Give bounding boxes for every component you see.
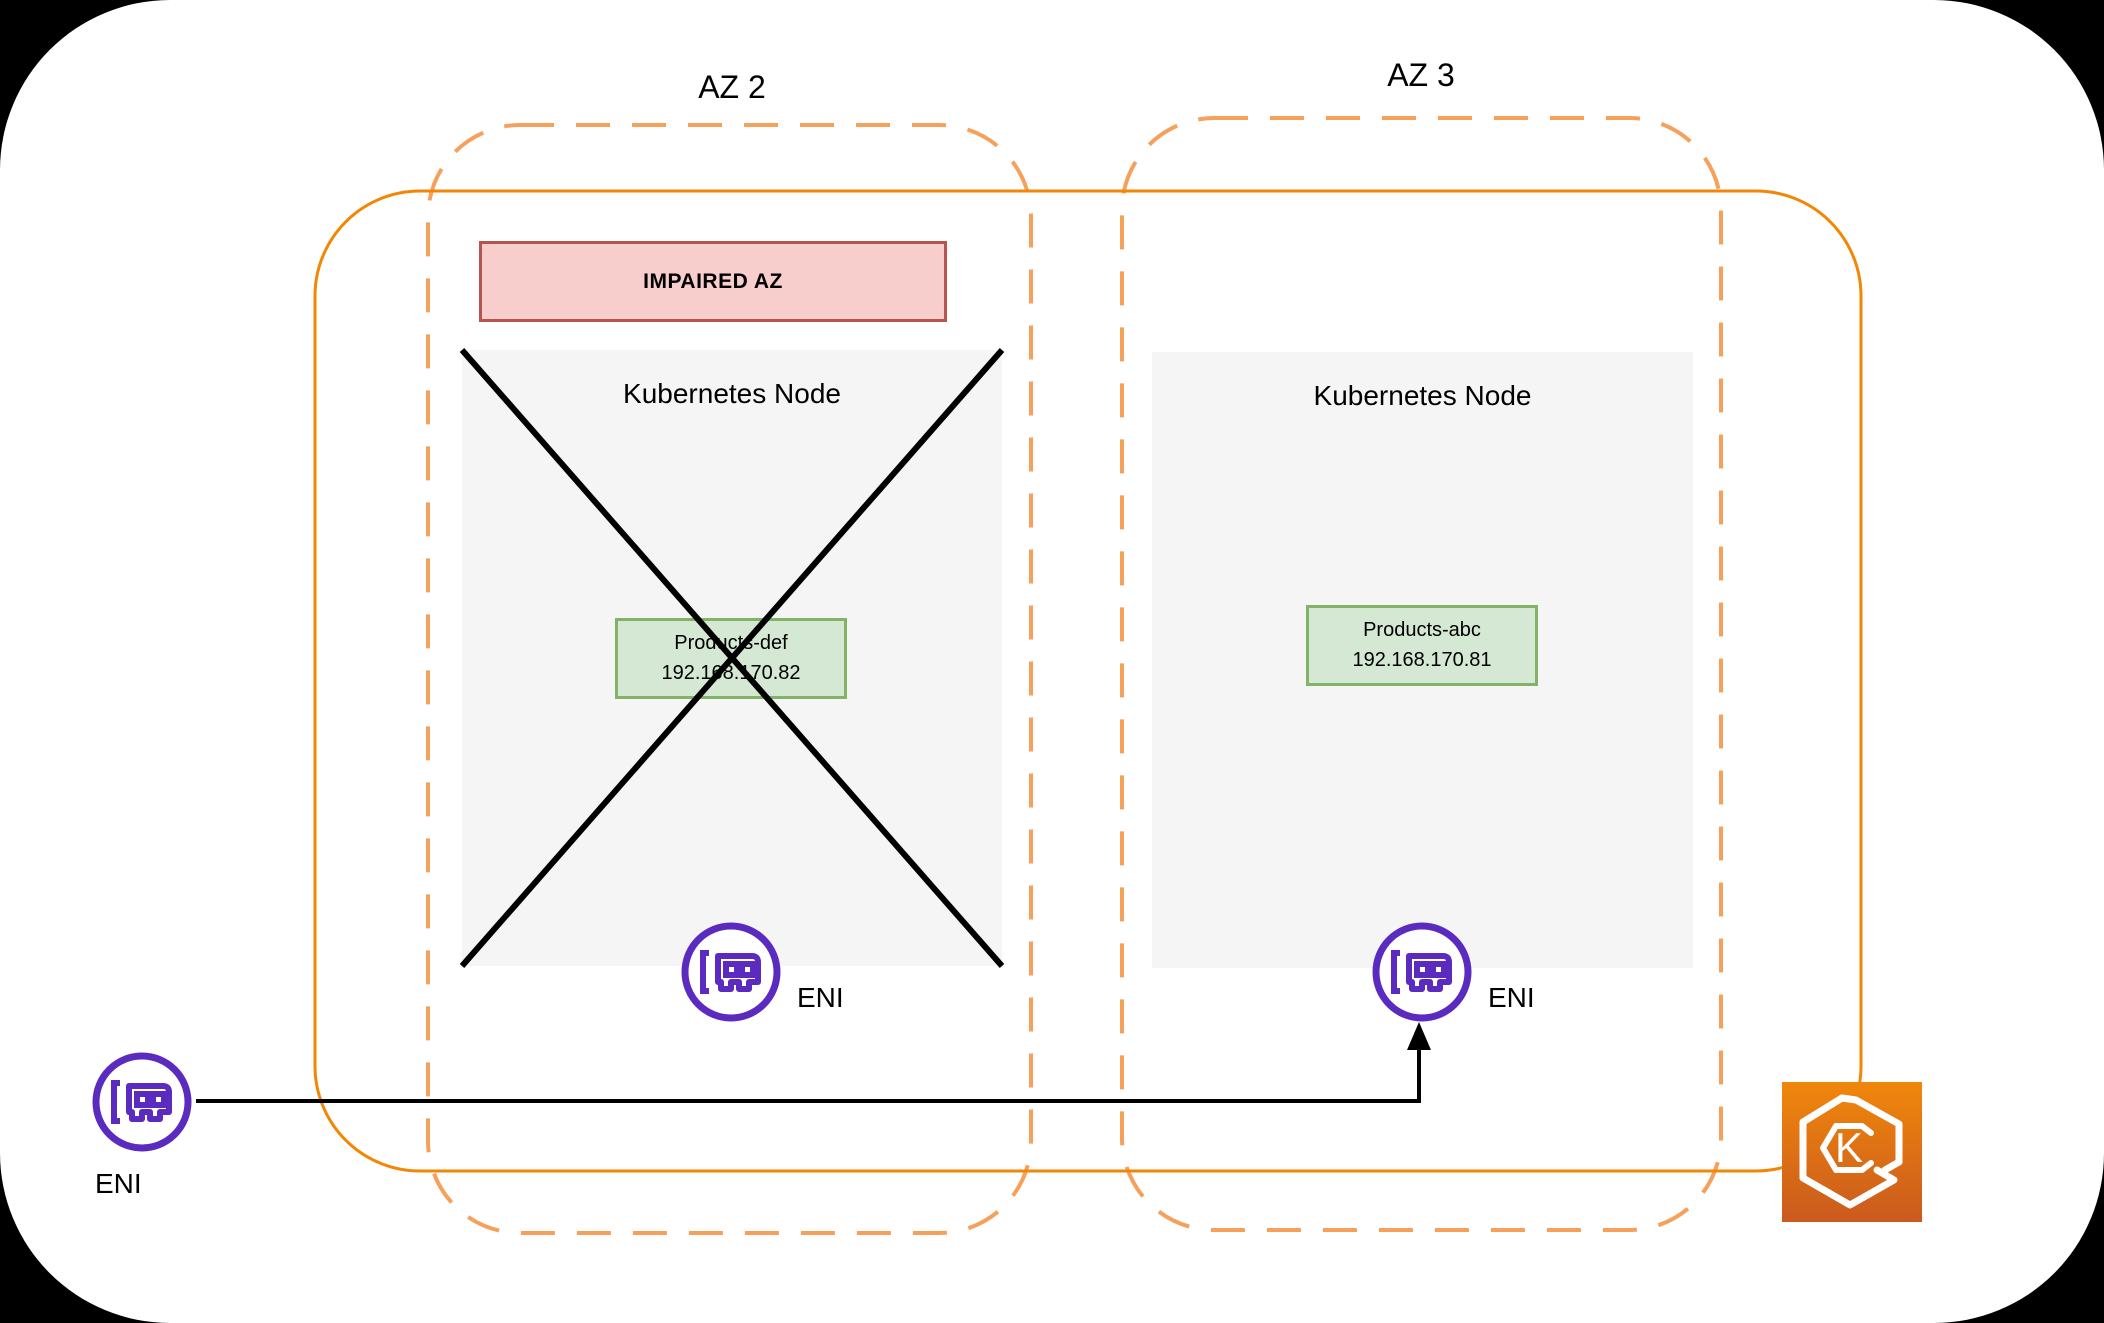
- az2-label: AZ 2: [698, 69, 766, 105]
- pod-products-abc-name: Products-abc: [1363, 619, 1481, 641]
- eni-reattach-arrow: [196, 1022, 1431, 1103]
- eni-label-az2: ENI: [797, 982, 844, 1013]
- eks-icon: K: [1782, 1082, 1922, 1222]
- eni-icon-external: [96, 1056, 188, 1148]
- kubernetes-node-az3-title: Kubernetes Node: [1313, 380, 1532, 411]
- az3-label: AZ 3: [1387, 57, 1455, 93]
- pod-products-def-name: Products-def: [674, 632, 788, 654]
- impaired-az-banner: IMPAIRED AZ: [479, 241, 947, 322]
- pod-products-def-ip: 192.168.170.82: [661, 662, 801, 684]
- impaired-az-banner-text: IMPAIRED AZ: [643, 269, 783, 293]
- eks-letter: K: [1835, 1124, 1863, 1171]
- eni-label-az3: ENI: [1488, 982, 1535, 1013]
- kubernetes-node-az2-title: Kubernetes Node: [623, 378, 841, 409]
- pod-products-abc: Products-abc 192.168.170.81: [1306, 605, 1538, 686]
- eks-hexagon-icon: K: [1799, 1094, 1903, 1209]
- pod-products-def: Products-def 192.168.170.82: [615, 618, 847, 699]
- eni-label-external: ENI: [95, 1168, 142, 1199]
- pod-products-abc-ip: 192.168.170.81: [1352, 649, 1492, 671]
